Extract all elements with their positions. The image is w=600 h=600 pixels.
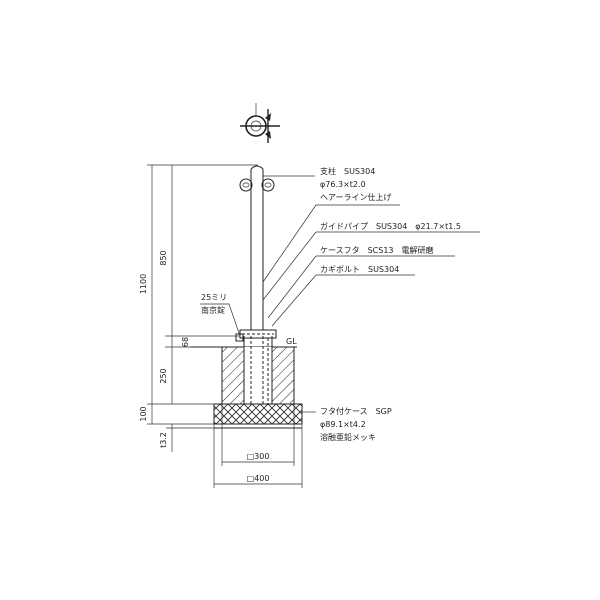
label-key-bolt: カギボルト SUS304 [320, 265, 399, 274]
dim-850: 850 [159, 250, 168, 265]
label-post: 支柱 SUS304 [320, 166, 375, 176]
label-case-lid: ケースフタ SCS13 電解研磨 [320, 245, 434, 255]
foundation [190, 329, 303, 429]
chain-ring-right [261, 178, 275, 192]
dim-t32: t3.2 [159, 432, 168, 448]
post [239, 165, 275, 337]
top-view [240, 103, 280, 143]
dimensions-left: 1100 850 68 250 100 t3.2 [139, 164, 258, 452]
dim-68: 68 [181, 337, 190, 347]
label-lid-case-dia: φ89.1×t4.2 [320, 420, 366, 429]
dim-total: 1100 [139, 274, 148, 294]
label-gl: GL [286, 337, 297, 346]
chain-ring-left [239, 178, 253, 192]
label-lid-case-finish: 溶融亜鉛メッキ [320, 432, 376, 442]
dim-300: □300 [247, 452, 270, 461]
labels: 支柱 SUS304 φ76.3×t2.0 ヘアーライン仕上げ ガイドパイプ SU… [201, 166, 461, 442]
dim-100: 100 [139, 406, 148, 421]
label-lid-case: フタ付ケース SGP [320, 406, 392, 416]
label-post-dia: φ76.3×t2.0 [320, 180, 366, 189]
dimensions-bottom: □300 □400 [213, 404, 303, 488]
label-guide-pipe: ガイドパイプ SUS304 φ21.7×t1.5 [320, 221, 461, 231]
dim-250: 250 [159, 368, 168, 383]
label-lock-size: 25ミリ [201, 293, 227, 302]
leaders [200, 175, 480, 413]
dim-400: □400 [247, 474, 270, 483]
label-post-finish: ヘアーライン仕上げ [320, 192, 392, 202]
label-lock: 南京錠 [201, 305, 225, 315]
